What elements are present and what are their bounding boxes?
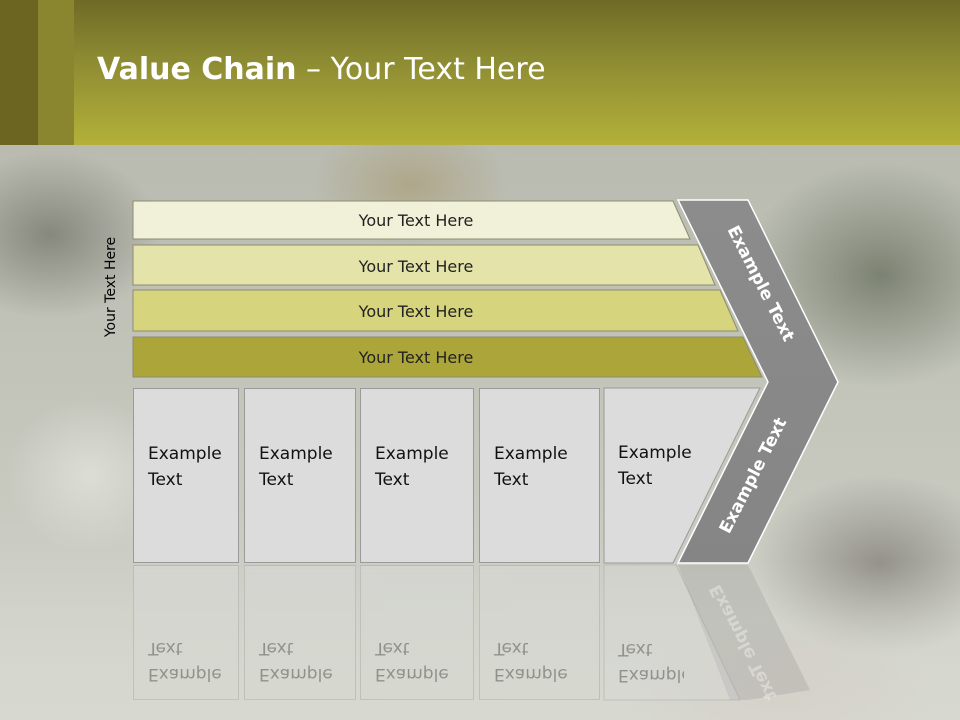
- column-label: Text: [148, 470, 183, 490]
- column-reflection-last: [603, 564, 741, 701]
- band-3: Your Text Here: [133, 292, 699, 330]
- column-label: Text: [259, 470, 294, 490]
- column-label: Text: [375, 470, 410, 490]
- band-label: Your Text Here: [358, 347, 474, 367]
- column-4: Example Text: [479, 388, 600, 563]
- column-label: Example: [375, 444, 449, 464]
- chevron-reflection: [678, 565, 810, 700]
- column-label: Example: [148, 444, 222, 464]
- column-3: Example Text: [360, 388, 474, 563]
- column-shape-last: [603, 387, 761, 564]
- band-label: Your Text Here: [358, 256, 474, 276]
- band-shape: [132, 200, 691, 240]
- column-5: Example Text: [604, 388, 692, 563]
- column-label: Example: [618, 443, 692, 463]
- band-2: Your Text Here: [133, 247, 699, 285]
- band-shape: [132, 336, 763, 378]
- band-shape: [132, 244, 716, 286]
- background-fade: [0, 560, 960, 720]
- title-rest: – Your Text Here: [296, 52, 546, 87]
- title-bold: Value Chain: [97, 52, 297, 87]
- band-label: Your Text Here: [358, 210, 474, 230]
- column-label: Text: [494, 470, 529, 490]
- band-shape: [132, 289, 739, 332]
- header-stripe: [0, 0, 38, 145]
- slide-title: Value Chain – Your Text Here: [97, 52, 546, 87]
- column-label: Text: [618, 469, 653, 489]
- header-bar: [0, 0, 960, 145]
- column-label: Example: [259, 444, 333, 464]
- column-label: Example: [494, 444, 568, 464]
- column-1: Example Text: [133, 388, 239, 563]
- header-stripe: [38, 0, 74, 145]
- chevron-shape: [676, 199, 839, 564]
- column-2: Example Text: [244, 388, 356, 563]
- band-4: Your Text Here: [133, 338, 699, 376]
- band-1: Your Text Here: [133, 201, 699, 239]
- band-label: Your Text Here: [358, 301, 474, 321]
